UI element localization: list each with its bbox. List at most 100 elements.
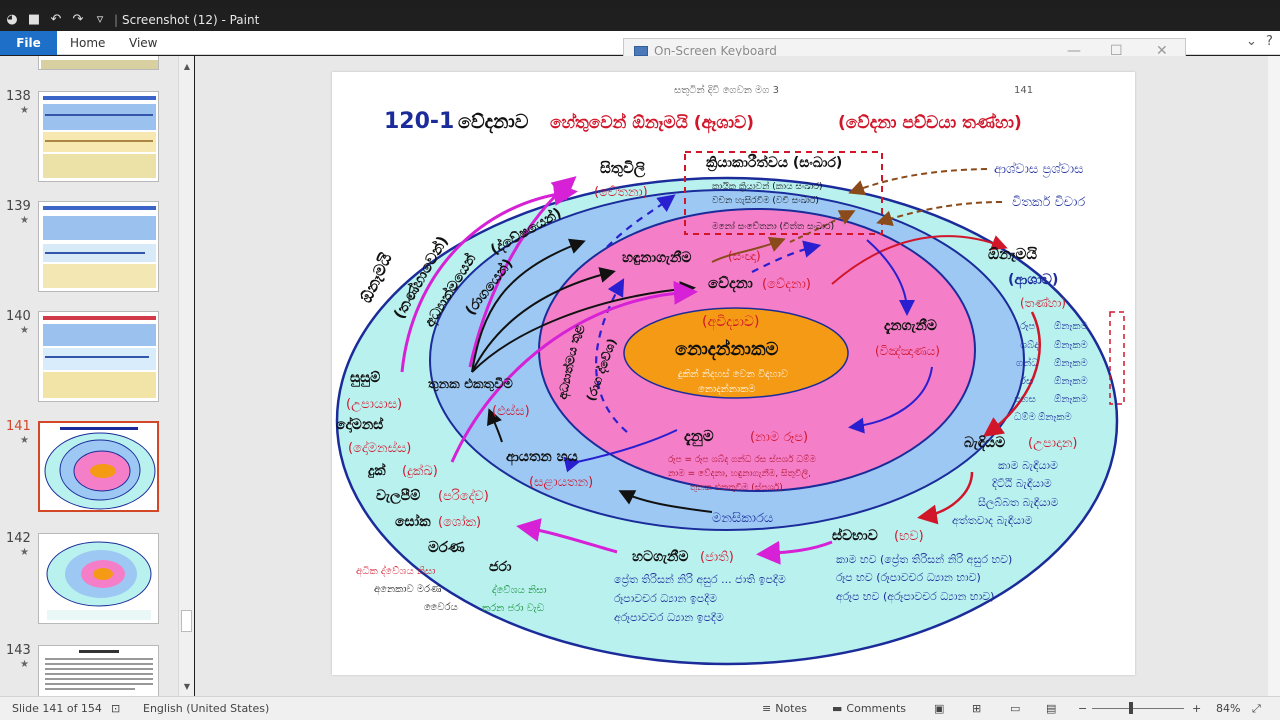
label-vitarka: විතර්ක විචාර: [1012, 194, 1085, 210]
thumbnail-scrollbar[interactable]: ▲ ▼: [178, 56, 194, 696]
slide-number: 140: [6, 309, 31, 324]
zoom-slider[interactable]: [1092, 708, 1184, 709]
arrow-vitarka: [876, 201, 1003, 227]
slide-number: 142: [6, 531, 31, 546]
label-jara-sub1: ද්වේශය නිසා: [492, 583, 547, 596]
object-b: ඕනෑකම: [1054, 320, 1088, 332]
minimize-button[interactable]: —: [1067, 43, 1081, 59]
object-b: ඕනෑකම: [1054, 393, 1088, 405]
title-vedanawa: වේදනාව: [458, 111, 529, 134]
title-hetuwen: හේතුවෙන් ඕනෑමයි (ඈශාව): [550, 112, 754, 134]
slide-thumbnail[interactable]: [38, 645, 159, 696]
zoom-slider-handle[interactable]: [1129, 702, 1133, 714]
chevron-down-icon[interactable]: ⌄: [1246, 34, 1257, 49]
label-rupa-def: රූප = රූප ශබ්ද ගන්ධ රස ස්පර්ශ ධම්ම: [668, 454, 817, 465]
label-upayasa: (උපායාස): [346, 397, 402, 412]
canvas-scrollbar[interactable]: [1268, 56, 1280, 696]
star-icon: ★: [20, 325, 29, 336]
label-sithuwili: සිතුවිලි: [600, 159, 646, 178]
object-a: ශබ්ද: [1020, 339, 1039, 351]
label-domanas: දෝමනස්: [336, 416, 384, 433]
slide-number: 141: [6, 419, 31, 434]
reading-view-icon[interactable]: ▭: [1010, 702, 1021, 715]
label-vinnana: (විඤ්ඤාණය): [875, 344, 940, 358]
arrow-vedana-to-sanna: [711, 237, 786, 263]
spellcheck-icon[interactable]: ⊡: [111, 702, 121, 715]
save-icon[interactable]: ■: [27, 12, 41, 27]
bhava-item: රූප භව (රූපාවචර ධ්‍යාන භාව): [836, 571, 981, 584]
scrollbar-thumb[interactable]: [181, 610, 192, 632]
slide-thumbnail[interactable]: [38, 311, 159, 402]
scroll-down-icon[interactable]: ▼: [183, 682, 191, 691]
zoom-out-button[interactable]: −: [1078, 702, 1088, 715]
bhava-item: කාම භව (ප්‍රේත තිරිසන් නිරි අසුර භව): [836, 552, 1012, 567]
slide-thumbnail[interactable]: [38, 201, 159, 292]
object-a: ධම්ම: [1014, 411, 1036, 423]
label-mano: මනෝ සංචේතනා (චිත්ත සංඛාර): [712, 221, 834, 232]
arrow-bhava-to-jati: [756, 540, 833, 565]
page-number: 141: [1014, 85, 1033, 96]
label-nodanna-sub1: දුකින් නිදහස් වෙන විදහාව: [677, 367, 787, 380]
label-jara-sub2: කරන ජරා වැඩ: [482, 602, 545, 614]
fit-to-window-icon[interactable]: ⤢: [1252, 702, 1261, 715]
close-button[interactable]: ✕: [1156, 43, 1168, 59]
zoom-in-button[interactable]: +: [1192, 702, 1202, 715]
label-nodannakama: නොදන්නාකම: [675, 338, 779, 361]
redo-icon[interactable]: ↷: [72, 12, 84, 27]
title-number: 120-1: [384, 109, 454, 134]
undo-icon[interactable]: ↶: [50, 12, 62, 27]
label-hatagenima: හටගැනීම: [632, 549, 688, 565]
comments-label: Comments: [846, 702, 907, 715]
arrow-dashed-blue-2: [606, 194, 676, 248]
customize-icon[interactable]: ▿: [96, 12, 104, 27]
quick-access-toolbar: ◕ ■ ↶ ↷ ▿: [0, 10, 110, 30]
notes-button[interactable]: ≡Notes: [762, 702, 807, 715]
label-tanha: (තණ්හා): [1020, 296, 1066, 310]
slide-sorter-icon[interactable]: ⊞: [972, 702, 982, 715]
normal-view-icon[interactable]: ▣: [934, 702, 945, 715]
label-ashawa: (ආශාව): [1008, 272, 1058, 289]
tab-home[interactable]: Home: [70, 36, 106, 50]
sankhara-box: [684, 151, 883, 235]
label-soka2: (ශෝක): [438, 514, 481, 530]
comment-icon: ▬: [832, 702, 843, 715]
title-paticca: (වේදනා පච්චයා තණ්හා): [838, 112, 1022, 134]
comments-button[interactable]: ▬Comments: [832, 702, 906, 715]
language-indicator[interactable]: English (United States): [143, 702, 270, 715]
slide-thumbnail[interactable]: [38, 533, 159, 624]
label-manasikara: මනසිකාරය: [712, 511, 773, 526]
label-nama-rupa: (නාම රූප): [750, 430, 808, 445]
label-soka: සෝක: [395, 513, 431, 530]
label-ayatana: ආයතන හය: [506, 449, 578, 466]
help-icon[interactable]: ?: [1266, 34, 1273, 49]
jati-item: රූපාවචර ධ්‍යාන ඉපදීම: [614, 592, 717, 605]
label-susum: සුසුම්: [350, 369, 380, 388]
arrow-tunaka-3: [471, 267, 616, 373]
label-nama-def1: නාම = වේදනා, හඳුනාගැනීම, සිතුවිලි,: [668, 468, 811, 479]
slide-thumbnail[interactable]: [38, 56, 159, 70]
slide-number: 139: [6, 199, 31, 214]
tab-view[interactable]: View: [129, 36, 158, 50]
slide-thumbnail[interactable]: [38, 91, 159, 182]
tab-file[interactable]: File: [0, 31, 57, 55]
slide-number: 143: [6, 643, 31, 658]
label-vachi: වචන හැසිරවීම (වචී සංඛාර): [712, 195, 819, 206]
arrow-dashed-blue-3: [751, 240, 822, 273]
app-icon[interactable]: ◕: [6, 12, 18, 27]
label-upadana: (උපාදාන): [1028, 436, 1077, 451]
label-paridewa: (පරිදේව): [438, 488, 489, 504]
slide-thumbnail-selected[interactable]: [38, 421, 159, 512]
label-sankhara-head: ක්‍රියාකාරීත්වය (සංඛාර): [706, 154, 842, 173]
arrow-upadana-to-bhava: [917, 471, 974, 525]
zoom-level[interactable]: 84%: [1216, 702, 1241, 715]
maximize-button[interactable]: ☐: [1110, 43, 1123, 59]
six-objects-list: රූප ඕනෑකම ශබ්ද ඕනෑකම ගන්ධ ඕනෑකම රස ඕනෑකම…: [1014, 320, 1088, 423]
star-icon: ★: [20, 215, 29, 226]
arrow-mano-to-vinnana: [866, 239, 915, 316]
label-duk: දුක්: [367, 462, 386, 479]
object-a: පහස: [1014, 394, 1036, 405]
slide-141: සතුටින් දිවි ගෙවන මග 3 141 120-1 වේදනාව …: [332, 72, 1135, 675]
title-separator: |: [114, 12, 119, 27]
slideshow-icon[interactable]: ▤: [1046, 702, 1057, 715]
scroll-up-icon[interactable]: ▲: [183, 62, 191, 71]
